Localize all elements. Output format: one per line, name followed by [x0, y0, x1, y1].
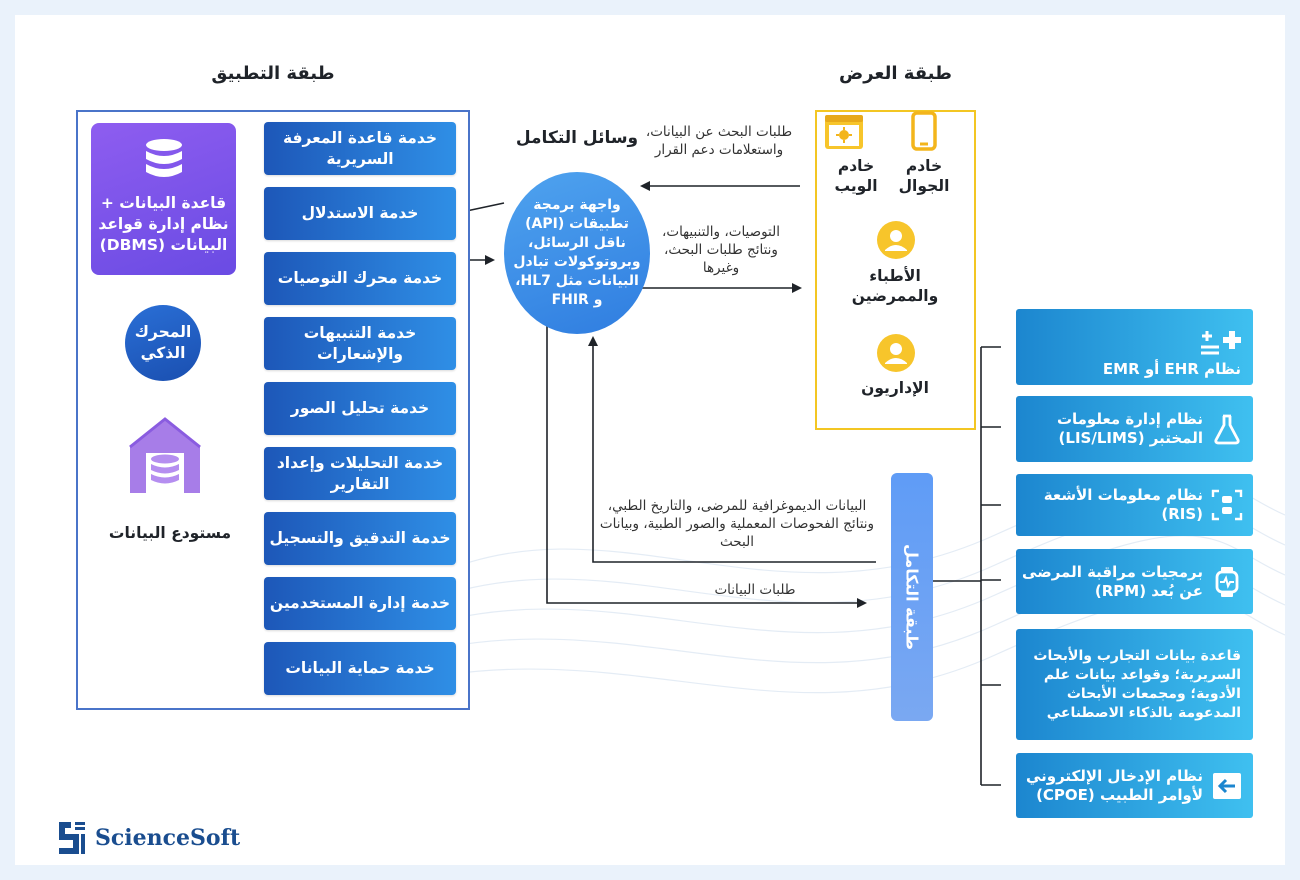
- flask-icon: [1214, 414, 1240, 445]
- service-user-management: خدمة إدارة المستخدمين: [264, 577, 456, 630]
- smartwatch-icon: [1215, 566, 1239, 597]
- service-inference: خدمة الاستدلال: [264, 187, 456, 240]
- arrow-data-to-api: [588, 336, 876, 563]
- system-ehr-emr: نظام EHR أو EMR: [1016, 309, 1253, 385]
- service-alerts-notifications: خدمة التنبيهات والإشعارات: [264, 317, 456, 370]
- system-lis-lims: نظام إدارة معلومات المختبر (LIS/LIMS): [1016, 396, 1253, 462]
- mobile-server-label: خادم الجوال: [898, 157, 950, 195]
- mobile-icon: [911, 111, 937, 151]
- integration-layer-label: طبقة التكامل: [902, 544, 922, 650]
- integration-layer-bar: طبقة التكامل: [891, 473, 933, 721]
- label-patient-data: البيانات الديموغرافية للمرضى، والتاريخ ا…: [599, 498, 875, 550]
- sciencesoft-logo: ScienceSoft: [55, 820, 240, 856]
- doctor-user-icon: [877, 221, 915, 259]
- entry-arrow-icon: [1213, 772, 1241, 799]
- label-data-requests: طلبات البيانات: [714, 582, 796, 598]
- sciencesoft-logo-text: ScienceSoft: [95, 825, 241, 851]
- integration-api-label: واجهة برمجة تطبيقات (API) ناقل الرسائل، …: [513, 197, 641, 308]
- system-ehr-label: نظام EHR أو EMR: [1102, 360, 1241, 378]
- presentation-layer-title: طبقة العرض: [839, 63, 952, 84]
- service-analytics-reporting: خدمة التحليلات وإعداد التقارير: [264, 447, 456, 500]
- medical-plus-icon: [1201, 331, 1241, 355]
- database-label: قاعدة البيانات + نظام إدارة قواعد البيان…: [98, 194, 229, 254]
- doctors-nurses-label: الأطباء والممرضين: [851, 267, 939, 305]
- admins-label: الإداريون: [861, 379, 929, 397]
- sciencesoft-logo-icon: [55, 820, 89, 856]
- system-ris: نظام معلومات الأشعة (RIS): [1016, 474, 1253, 536]
- label-requests-to-api: طلبات البحث عن البيانات، واستعلامات دعم …: [645, 124, 793, 158]
- xray-icon: [1211, 489, 1243, 521]
- system-research-databases: قاعدة بيانات التجارب والأبحاث السريرية؛ …: [1016, 629, 1253, 740]
- app-layer-title: طبقة التطبيق: [211, 63, 335, 84]
- system-lis-label: نظام إدارة معلومات المختبر (LIS/LIMS): [1056, 410, 1203, 447]
- admin-user-icon: [877, 334, 915, 372]
- service-data-protection: خدمة حماية البيانات: [264, 642, 456, 695]
- arrow-requests-to-integration: [546, 320, 867, 608]
- diagram-canvas: طبقة التطبيق قاعدة البيانات + نظام إدارة…: [15, 15, 1285, 865]
- warehouse-icon: [129, 417, 201, 493]
- data-warehouse-label: مستودع البيانات: [108, 524, 232, 542]
- web-server-label: خادم الويب: [834, 157, 878, 195]
- label-results-to-presentation: التوصيات، والتنبيهات، ونتائج طلبات البحث…: [662, 224, 780, 276]
- service-audit-logging: خدمة التدقيق والتسجيل: [264, 512, 456, 565]
- system-cpoe: نظام الإدخال الإلكتروني لأوامر الطبيب (C…: [1016, 753, 1253, 818]
- web-server-icon: [825, 115, 863, 149]
- database-card: قاعدة البيانات + نظام إدارة قواعد البيان…: [91, 123, 236, 275]
- smart-engine: المحرك الذكي: [125, 305, 201, 381]
- system-rpm: برمجيات مراقبة المرضى عن بُعد (RPM): [1016, 549, 1253, 614]
- service-clinical-knowledge: خدمة قاعدة المعرفة السريرية: [264, 122, 456, 175]
- system-research-label: قاعدة بيانات التجارب والأبحاث السريرية؛ …: [1033, 647, 1241, 721]
- system-cpoe-label: نظام الإدخال الإلكتروني لأوامر الطبيب (C…: [1025, 766, 1203, 804]
- integration-api-circle: واجهة برمجة تطبيقات (API) ناقل الرسائل، …: [504, 172, 650, 334]
- system-rpm-label: برمجيات مراقبة المرضى عن بُعد (RPM): [1022, 562, 1203, 600]
- service-recommendation-engine: خدمة محرك التوصيات: [264, 252, 456, 305]
- service-image-analysis: خدمة تحليل الصور: [264, 382, 456, 435]
- system-ris-label: نظام معلومات الأشعة (RIS): [1043, 486, 1203, 523]
- integration-means-title: وسائل التكامل: [515, 128, 639, 148]
- smart-engine-label: المحرك الذكي: [134, 323, 192, 362]
- presentation-layer-frame: [815, 110, 976, 430]
- database-icon: [146, 139, 182, 177]
